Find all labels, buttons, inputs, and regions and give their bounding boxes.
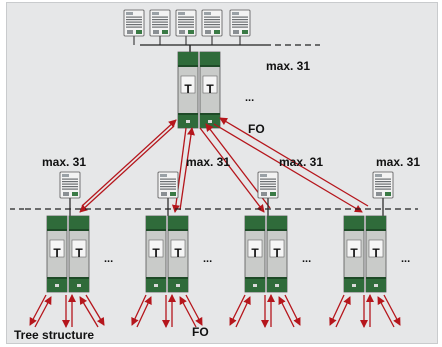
branch-max-label: max. 31 (186, 155, 230, 169)
top-devices (123, 9, 251, 37)
branch-module-group-1: T T ... (46, 215, 113, 293)
ellipsis: ... (104, 253, 113, 265)
fo-label-bottom: FO (192, 325, 209, 339)
fo-label-top: FO (248, 122, 265, 136)
tree-structure-label: Tree structure (14, 328, 94, 342)
module-letter: T (206, 82, 214, 96)
plc-device-icon (123, 9, 145, 37)
module-letter: T (372, 246, 380, 260)
plc-device-icon (257, 171, 279, 199)
top-max-label: max. 31 (266, 59, 310, 73)
ellipsis: ... (245, 92, 254, 104)
module-letter: T (75, 246, 83, 260)
module-letter: T (152, 246, 160, 260)
plc-device-icon (372, 171, 394, 199)
plc-device-icon (175, 9, 197, 37)
module-letter: T (273, 246, 281, 260)
branch-module-group-3: T T ... (244, 215, 311, 293)
module-letter: T (350, 246, 358, 260)
module-letter: T (251, 246, 259, 260)
branch-max-label: max. 31 (279, 155, 323, 169)
ellipsis: ... (401, 253, 410, 265)
plc-device-icon (201, 9, 223, 37)
branch-bus (10, 198, 418, 216)
plc-device-icon (59, 171, 81, 199)
plc-device-icon (157, 171, 179, 199)
branch-max-label: max. 31 (376, 155, 420, 169)
branch-max-label: max. 31 (42, 155, 86, 169)
ellipsis: ... (203, 253, 212, 265)
top-module-group: T T ... (177, 51, 254, 129)
module-letter: T (53, 246, 61, 260)
module-letter: T (184, 82, 192, 96)
branch-module-group-4: T T ... (343, 215, 410, 293)
module-letter: T (174, 246, 182, 260)
branch-module-group-2: T T ... (145, 215, 212, 293)
top-device-bus (133, 36, 320, 52)
plc-device-icon (149, 9, 171, 37)
fo-links-bottom (29, 294, 401, 328)
ellipsis: ... (302, 253, 311, 265)
fo-links-top (79, 117, 369, 213)
plc-device-icon (229, 9, 251, 37)
